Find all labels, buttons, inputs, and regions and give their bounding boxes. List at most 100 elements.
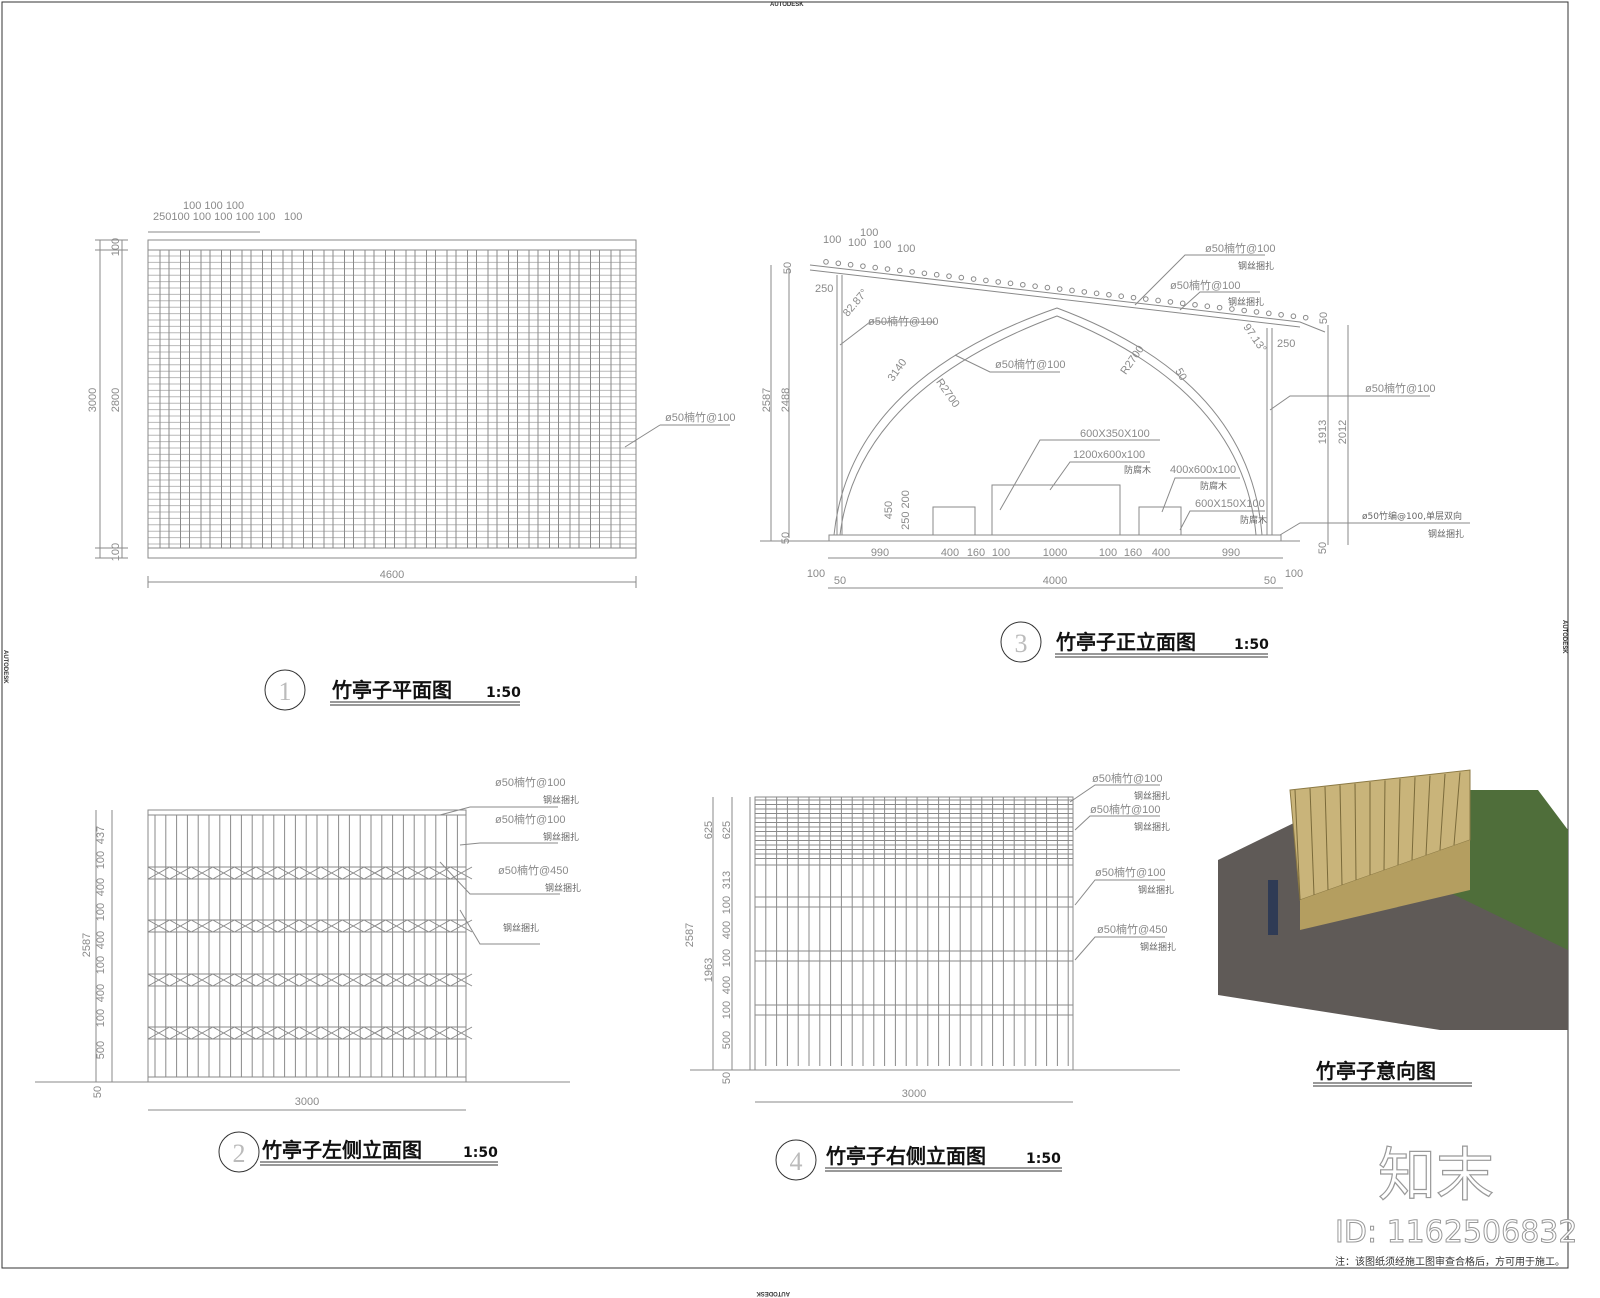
dim-label: 100 bbox=[897, 243, 915, 255]
drawing-title: 竹亭子正立面图 bbox=[1055, 630, 1196, 654]
callout-sublabel: 钢丝捆扎 bbox=[1238, 260, 1274, 272]
dim-label: 50 bbox=[1318, 312, 1330, 324]
site-logo: 知末 bbox=[1378, 1141, 1494, 1209]
callout-label: ø50楠竹@450 bbox=[498, 863, 568, 877]
dim-label: 2488 bbox=[780, 388, 792, 412]
callout-label: ø50楠竹@100 bbox=[665, 410, 735, 424]
drawing-number: 2 bbox=[233, 1139, 246, 1168]
callout-sublabel: 钢丝捆扎 bbox=[1140, 941, 1176, 953]
callout-sublabel: 钢丝捆扎 bbox=[503, 922, 539, 934]
dim-label: 3000 bbox=[902, 1088, 926, 1100]
callout-sublabel: 钢丝捆扎 bbox=[1134, 790, 1170, 802]
dim-label: 100 bbox=[95, 903, 107, 921]
dim-label: 100 bbox=[860, 227, 878, 239]
drawing-scale: 1:50 bbox=[1026, 1151, 1061, 1167]
dim-label: 100 bbox=[110, 543, 122, 561]
dim-label: 625 bbox=[703, 821, 715, 839]
callout-sublabel: 钢丝捆扎 bbox=[543, 794, 579, 806]
drawing-scale: 1:50 bbox=[486, 685, 521, 701]
plan-number-circle bbox=[264, 669, 306, 711]
dim-label: 2587 bbox=[81, 933, 93, 957]
dim-label: 437 bbox=[95, 826, 107, 844]
right-number-circle bbox=[775, 1139, 817, 1181]
dim-label: 500 bbox=[95, 1041, 107, 1059]
dim-label: 50 bbox=[780, 532, 792, 544]
callout-sublabel: 钢丝捆扎 bbox=[543, 831, 579, 843]
dim-label: 100 bbox=[823, 234, 841, 246]
callout-sublabel: 钢丝捆扎 bbox=[1138, 884, 1174, 896]
dim-label: 50 bbox=[1317, 542, 1329, 554]
drawing-title: 竹亭子右侧立面图 bbox=[825, 1144, 986, 1168]
dim-label: 1000 bbox=[1043, 547, 1067, 559]
dim-label: 100 bbox=[95, 956, 107, 974]
dim-label: 100 bbox=[110, 238, 122, 256]
drawing-geometry bbox=[1, 1, 1569, 1269]
dim-label: 625 bbox=[721, 821, 733, 839]
autodesk-label-bottom: AUTODESK bbox=[756, 1290, 790, 1296]
dim-label: 400 bbox=[941, 547, 959, 559]
left-elevation-drawing bbox=[35, 806, 570, 1111]
dim-label: 50 bbox=[834, 575, 846, 587]
right-elevation-drawing bbox=[690, 784, 1180, 1103]
dim-label: 100 100 100 bbox=[183, 200, 244, 212]
callout-label: ø50楠竹@450 bbox=[1097, 922, 1167, 936]
dim-label: 313 bbox=[721, 871, 733, 889]
dim-label: 100 bbox=[95, 851, 107, 869]
front-number-circle bbox=[1000, 621, 1042, 663]
dim-label: 4600 bbox=[380, 569, 404, 581]
construction-note: 注：该图纸须经施工图审查合格后，方可用于施工。 bbox=[1335, 1255, 1565, 1268]
dim-label: 50 bbox=[92, 1086, 104, 1098]
dim-label: 50 bbox=[782, 262, 794, 274]
dim-label: 50 bbox=[1264, 575, 1276, 587]
angle-label: 97.13° bbox=[1240, 322, 1268, 355]
dim-label: 400 bbox=[95, 931, 107, 949]
drawing-title: 竹亭子平面图 bbox=[331, 678, 452, 702]
drawing-scale: 1:50 bbox=[463, 1145, 498, 1161]
callout-label: 600X350X100 bbox=[1080, 428, 1150, 440]
callout-label: ø50楠竹@100 bbox=[995, 357, 1065, 371]
dim-label: 400 bbox=[95, 878, 107, 896]
angle-label: 82.87° bbox=[841, 287, 871, 319]
dim-label: 100 bbox=[1285, 568, 1303, 580]
dim-label: 250 bbox=[815, 283, 833, 295]
dim-label: 50 bbox=[1172, 366, 1189, 383]
callout-label: ø50竹编@100,单层双向 bbox=[1362, 510, 1462, 522]
left-number-circle bbox=[218, 1131, 260, 1173]
dim-label: 3000 bbox=[87, 388, 99, 412]
dim-label: 250 bbox=[1277, 338, 1295, 350]
drawing-title: 竹亭子左侧立面图 bbox=[261, 1138, 422, 1162]
callout-label: ø50楠竹@100 bbox=[1095, 865, 1165, 879]
callout-label: ø50楠竹@100 bbox=[1170, 278, 1240, 292]
dim-label: R2700 bbox=[1118, 344, 1146, 377]
dim-label: 100 bbox=[873, 239, 891, 251]
callout-sublabel: 钢丝捆扎 bbox=[1134, 821, 1170, 833]
plan-drawing bbox=[147, 239, 637, 559]
callout-label: ø50楠竹@100 bbox=[1205, 241, 1275, 255]
autodesk-label-right: AUTODESK bbox=[1561, 620, 1567, 654]
dim-label: 50 bbox=[721, 1072, 733, 1084]
dim-label: 250100 100 100 100 100 bbox=[153, 211, 275, 223]
callout-label: ø50楠竹@100 bbox=[495, 812, 565, 826]
dim-label: 160 bbox=[1124, 547, 1142, 559]
dim-label: 4000 bbox=[1043, 575, 1067, 587]
dim-label: R2700 bbox=[933, 377, 961, 410]
autodesk-label-left: AUTODESK bbox=[2, 650, 8, 684]
callout-sublabel: 钢丝捆扎 bbox=[1428, 528, 1464, 540]
pavilion-render-image bbox=[1218, 769, 1568, 1030]
render-title: 竹亭子意向图 bbox=[1315, 1059, 1436, 1083]
drawing-scale: 1:50 bbox=[1234, 637, 1269, 653]
callout-sublabel: 防腐木 bbox=[1200, 480, 1227, 492]
front-elevation-drawing bbox=[760, 254, 1470, 589]
dim-label: 2587 bbox=[684, 923, 696, 947]
dim-label: 100 bbox=[848, 237, 866, 249]
dim-label: 100 bbox=[95, 1009, 107, 1027]
dim-label: 100 bbox=[992, 547, 1010, 559]
dim-label: 500 bbox=[721, 1031, 733, 1049]
dim-label: 400 bbox=[721, 976, 733, 994]
callout-label: 1200x600x100 bbox=[1073, 449, 1145, 461]
drawing-number: 4 bbox=[790, 1147, 803, 1176]
resource-id: ID: 1162506832 bbox=[1335, 1215, 1577, 1250]
dim-label: 990 bbox=[871, 547, 889, 559]
